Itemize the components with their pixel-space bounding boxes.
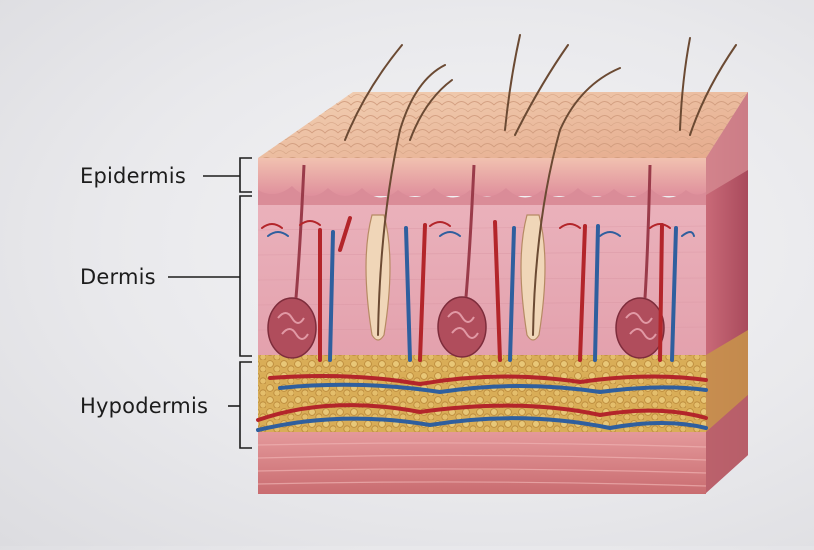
hypodermis-label: Hypodermis bbox=[80, 394, 208, 418]
epidermis-bracket bbox=[203, 158, 252, 192]
epidermis-label: Epidermis bbox=[80, 164, 186, 188]
skin-side-face bbox=[706, 92, 748, 493]
epidermis-layer bbox=[258, 158, 706, 210]
dermis-bracket bbox=[168, 196, 252, 356]
muscle-layer bbox=[258, 432, 706, 494]
skin-surface-top bbox=[258, 92, 748, 158]
hypodermis-bracket bbox=[228, 362, 252, 448]
dermis-label: Dermis bbox=[80, 265, 156, 289]
